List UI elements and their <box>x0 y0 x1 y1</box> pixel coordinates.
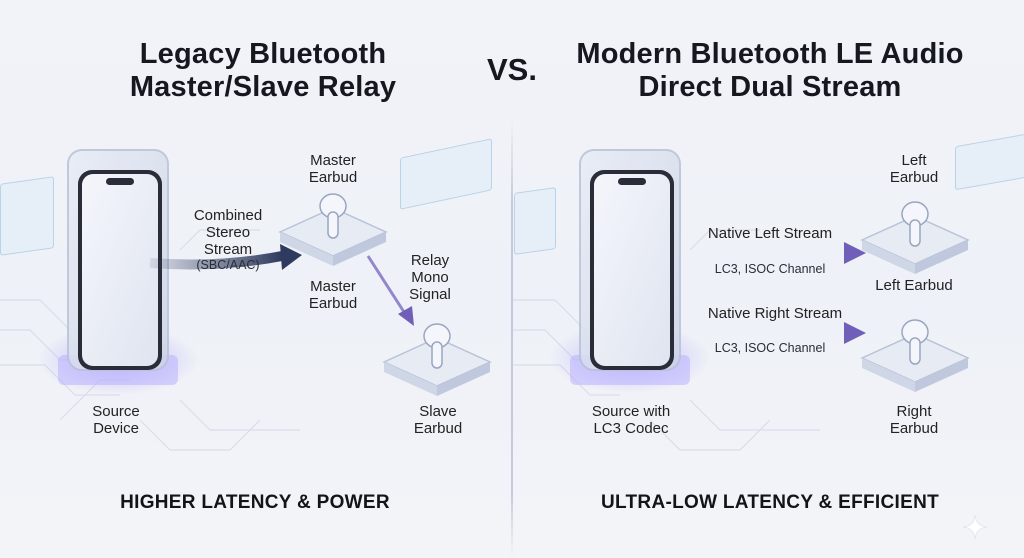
right-footer: ULTRA-LOW LATENCY & EFFICIENT <box>601 492 939 513</box>
label-line: LC3 Codec <box>593 420 669 437</box>
master-earbud-label-top: Master Earbud <box>295 152 371 186</box>
right-title-line2: Direct Dual Stream <box>638 71 902 103</box>
left-earbud-label-bottom: Left Earbud <box>875 277 953 294</box>
slave-earbud-label: Slave Earbud <box>400 403 476 437</box>
label-line: Source <box>92 403 140 420</box>
earbud-icon <box>860 201 970 274</box>
left-title-line1: Legacy Bluetooth <box>139 38 387 70</box>
earbud-icon <box>382 323 492 396</box>
label-line: Right <box>896 403 932 420</box>
master-earbud-label-bottom: Master Earbud <box>295 278 371 312</box>
label-line: Slave <box>419 403 457 420</box>
source-device-label: Source Device <box>78 403 154 437</box>
right-stream-label: Native Right Stream <box>707 305 843 322</box>
left-stream-label: Native Left Stream <box>707 225 833 242</box>
left-footer: HIGHER LATENCY & POWER <box>120 492 390 513</box>
stream-label-line: Stereo Stream <box>203 224 253 258</box>
left-earbud-label-top: Left Earbud <box>876 152 952 186</box>
label-line: Master <box>310 152 356 169</box>
center-divider <box>511 118 513 558</box>
stream-label-line: Combined <box>193 207 263 224</box>
label-line: Master <box>310 278 356 295</box>
label-line: Earbud <box>308 295 358 312</box>
earbud-icon <box>860 319 970 392</box>
right-earbud-label: Right Earbud <box>876 403 952 437</box>
right-stream-sub: LC3, ISOC Channel <box>714 341 826 355</box>
combined-stream-arrowhead <box>280 244 302 270</box>
combined-stream-arrow <box>149 251 283 270</box>
right-title: Modern Bluetooth LE Audio Direct Dual St… <box>560 38 980 104</box>
label-line: Earbud <box>413 420 463 437</box>
relay-arrow <box>366 255 406 313</box>
label-line: Earbud <box>889 169 939 186</box>
vs-label: VS. <box>487 52 537 87</box>
source-lc3-label: Source with LC3 Codec <box>576 403 686 437</box>
relay-signal-label: Relay Mono Signal <box>400 252 460 303</box>
sparkle-icon <box>962 514 988 540</box>
smartphone-icon <box>58 149 178 385</box>
left-title-line2: Master/Slave Relay <box>129 71 397 103</box>
label-line: Signal <box>409 286 451 303</box>
right-title-line1: Modern Bluetooth LE Audio <box>576 38 964 70</box>
left-stream-sub: LC3, ISOC Channel <box>714 262 826 276</box>
left-title: Legacy Bluetooth Master/Slave Relay <box>88 38 438 104</box>
label-line: Earbud <box>889 420 939 437</box>
earbud-icon <box>278 193 388 266</box>
combined-stream-label: Combined Stereo Stream (SBC/AAC) <box>180 207 276 273</box>
label-line: Left <box>901 152 927 169</box>
right-stream-arrowhead <box>844 322 866 344</box>
smartphone-icon <box>570 149 690 385</box>
label-line: Source with <box>591 403 671 420</box>
label-line: Device <box>93 420 139 437</box>
label-line: Relay <box>410 252 450 269</box>
left-stream-arrowhead <box>844 242 866 264</box>
label-line: Mono <box>411 269 449 286</box>
stream-codec-label: (SBC/AAC) <box>196 258 260 272</box>
relay-arrowhead <box>398 306 414 326</box>
label-line: Earbud <box>308 169 358 186</box>
